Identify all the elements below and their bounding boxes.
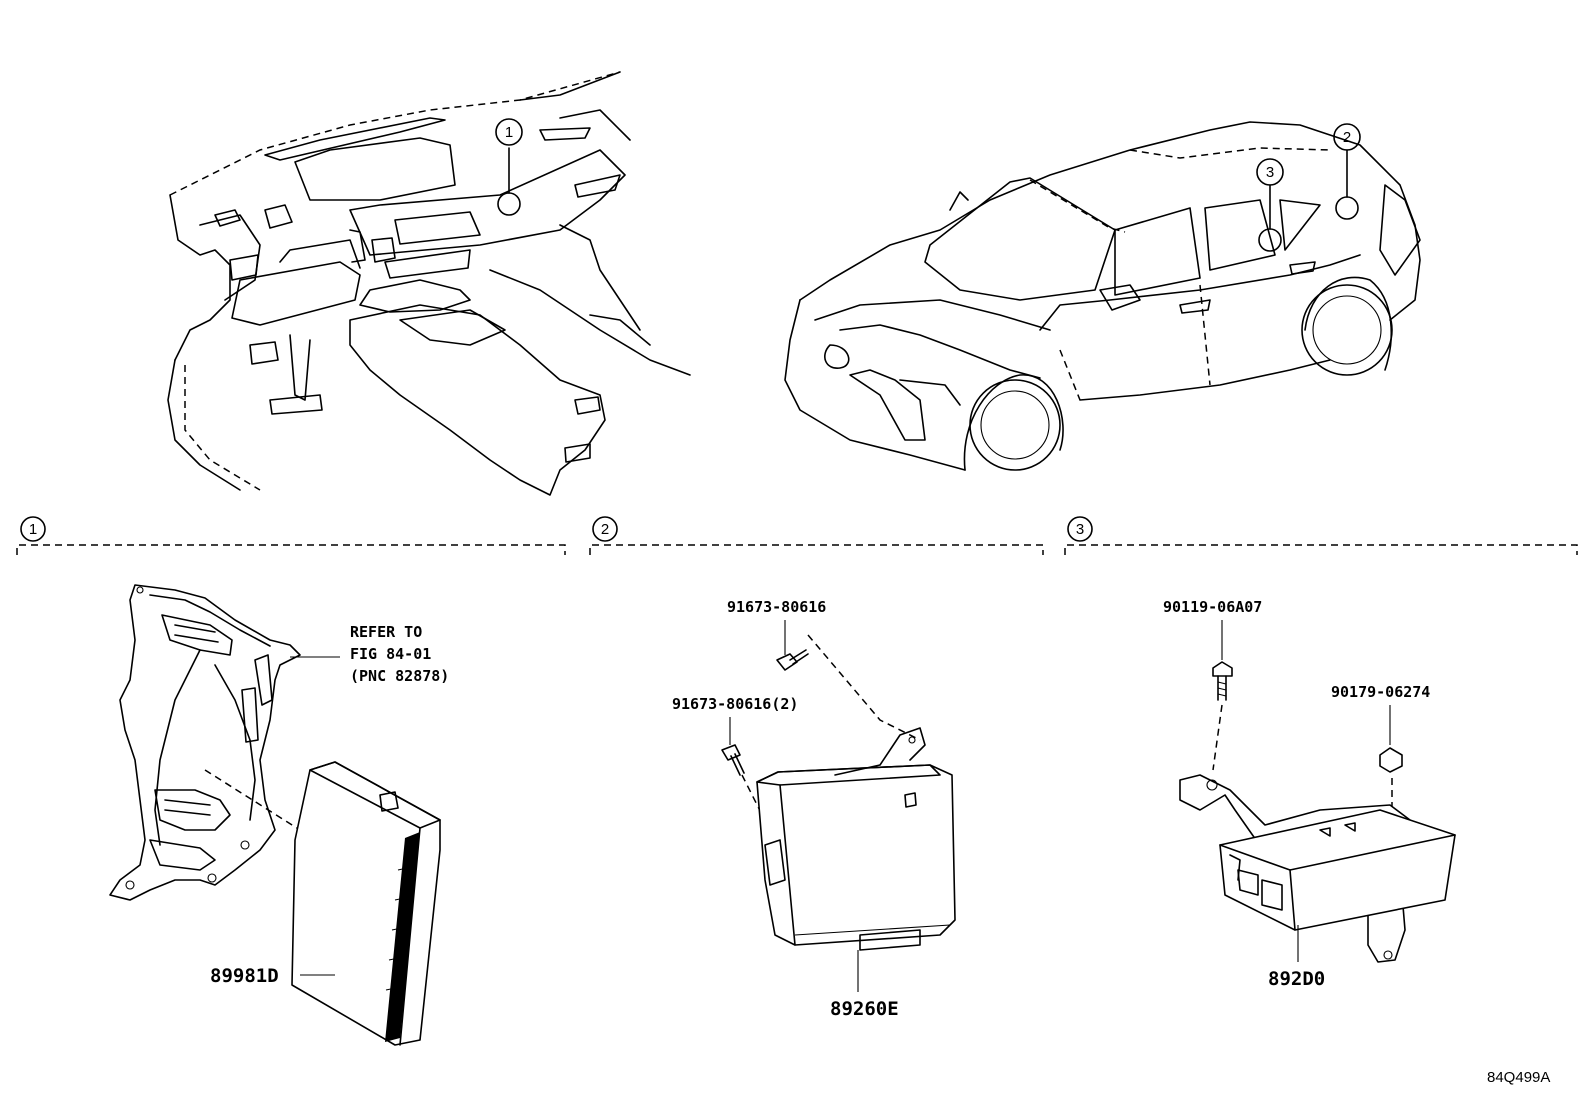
refer-note-line-3: (PNC 82878) [350,667,449,685]
part-label-nut: 90179-06274 [1331,683,1430,701]
nut-drawing [1379,747,1403,773]
bolt-drawing [1212,661,1233,701]
module-89981D-drawing [291,761,441,1046]
callout-number: 3 [1266,164,1274,181]
module-89260E-drawing [756,727,956,951]
callout-number: 1 [505,124,513,141]
refer-note-line-1: REFER TO [350,623,422,641]
part-label-bolt: 90119-06A07 [1163,598,1262,616]
section-number: 2 [601,521,609,538]
car-illustration: 3 2 [784,121,1421,471]
section-header-2: 2 [589,516,1044,555]
screw-b-drawing [721,744,745,776]
part-label-screw-a: 91673-80616 [727,598,826,616]
section-header-1: 1 [16,516,566,555]
section-1-bracket [109,584,301,901]
part-label-89981D: 89981D [210,965,279,987]
callout-number: 2 [1343,129,1351,146]
dashboard-illustration: 1 [167,71,691,496]
refer-note-line-2: FIG 84-01 [350,645,431,663]
section-number: 3 [1076,521,1084,538]
section-header-3: 3 [1064,516,1578,555]
diagram-code: 84Q499A [1487,1069,1550,1086]
part-label-892D0: 892D0 [1268,968,1325,990]
part-label-89260E: 89260E [830,998,899,1020]
module-892D0-drawing [1179,774,1456,963]
part-label-screw-b: 91673-80616(2) [672,695,798,713]
screw-a-drawing [776,649,809,671]
section-number: 1 [29,521,37,538]
